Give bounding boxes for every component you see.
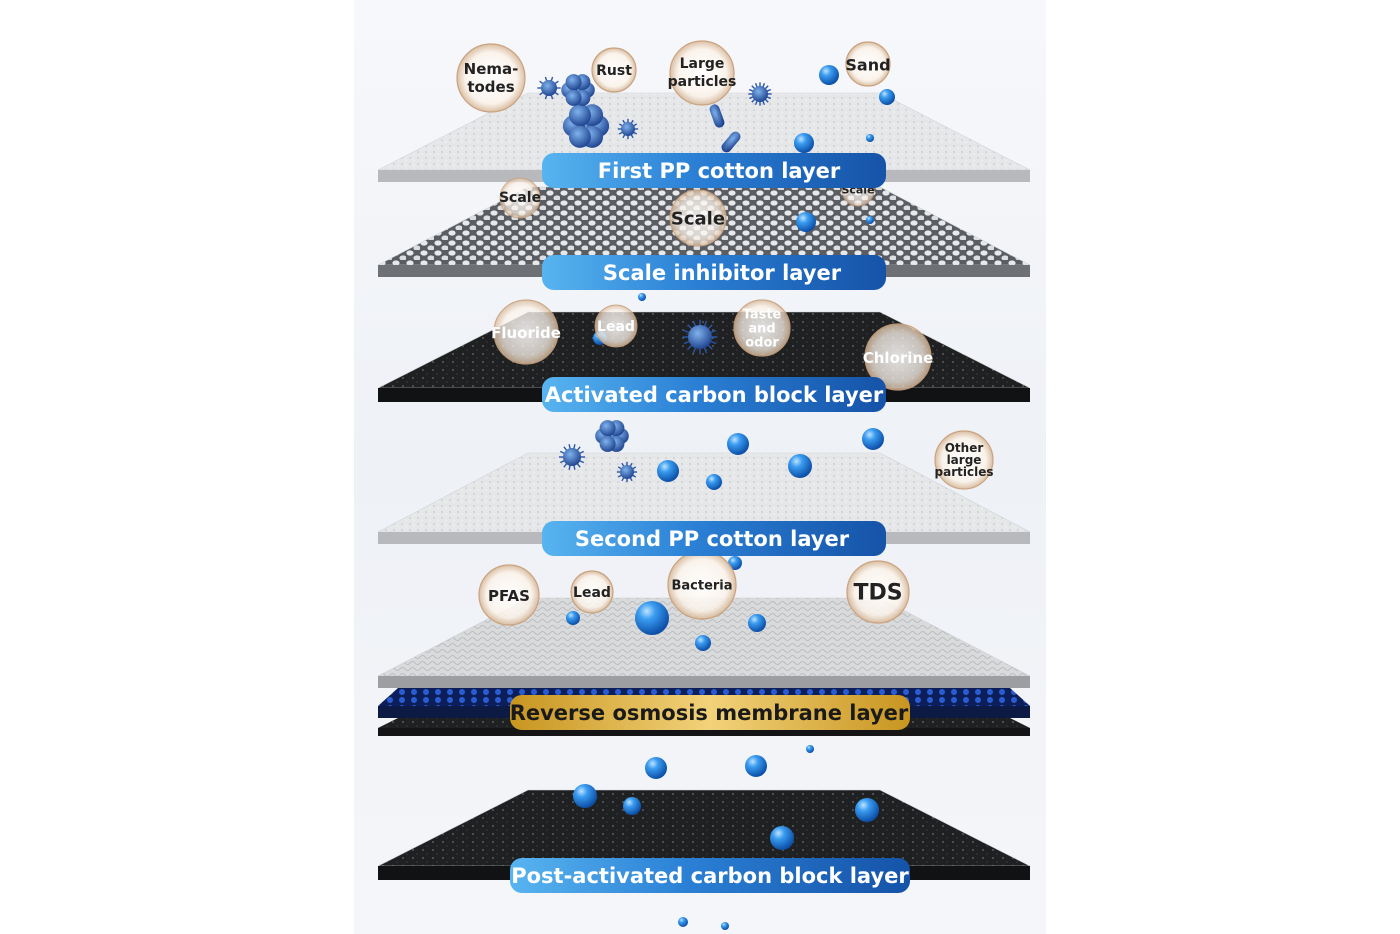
contaminant-particles bbox=[537, 74, 772, 483]
layer5-contaminants: PFAS Lead Bacteria TDS bbox=[478, 550, 910, 626]
pfas-label: PFAS bbox=[488, 587, 530, 605]
virus-icon bbox=[748, 82, 772, 106]
other-large-particles-bubble: Other large particles bbox=[934, 430, 994, 490]
water-drops bbox=[566, 65, 895, 930]
layer-slabs bbox=[377, 92, 1031, 880]
virus-icon bbox=[537, 76, 561, 100]
layer-label-4: Second PP cotton layer bbox=[542, 521, 886, 556]
water-drop-icon bbox=[706, 474, 722, 490]
lead-label-carbon: Lead bbox=[597, 319, 635, 335]
bacteria-cluster-icon bbox=[561, 74, 595, 106]
chlorine-label: Chlorine bbox=[863, 349, 934, 367]
layer2-contaminants: Scale Scale Scale bbox=[499, 173, 875, 247]
chlorine-bubble: Chlorine bbox=[863, 323, 934, 391]
sand-label: Sand bbox=[845, 56, 890, 75]
water-drop-icon bbox=[566, 611, 580, 625]
nematodes-label-1: Nema- bbox=[464, 60, 519, 78]
fluoride-label: Fluoride bbox=[491, 324, 561, 342]
large-particles-label-2: particles bbox=[668, 74, 737, 90]
virus-icon bbox=[558, 444, 586, 470]
layer3-contaminants: Fluoride Lead Taste and odor Chlorine bbox=[491, 299, 934, 391]
bacteria-label: Bacteria bbox=[671, 579, 732, 594]
taste-odor-bubble: Taste and odor bbox=[733, 299, 791, 357]
tds-label: TDS bbox=[853, 581, 902, 606]
tds-bubble: TDS bbox=[846, 560, 910, 624]
water-drop-icon bbox=[879, 89, 895, 105]
virus-icon bbox=[617, 118, 639, 140]
nematodes-label-2: todes bbox=[467, 78, 514, 96]
layer-label-5: Reverse osmosis membrane layer bbox=[510, 695, 910, 730]
water-drop-icon bbox=[796, 212, 816, 232]
lead-label-ro: Lead bbox=[573, 585, 611, 601]
layer-label-2-text: Scale inhibitor layer bbox=[603, 261, 842, 285]
rust-bubble: Rust bbox=[591, 47, 637, 93]
pfas-bubble: PFAS bbox=[478, 564, 540, 626]
layer-label-6: Post-activated carbon block layer bbox=[510, 858, 910, 893]
large-label: large bbox=[947, 453, 982, 467]
water-drop-icon bbox=[819, 65, 839, 85]
odor-label: odor bbox=[745, 336, 779, 351]
water-drop-icon bbox=[678, 917, 688, 927]
nematodes-bubble: Nema- todes bbox=[456, 43, 526, 113]
water-drop-icon bbox=[573, 784, 597, 808]
water-drop-icon bbox=[623, 797, 641, 815]
water-drop-icon bbox=[806, 745, 814, 753]
water-drop-icon bbox=[695, 635, 711, 651]
fluoride-bubble: Fluoride bbox=[491, 299, 561, 365]
water-drop-icon bbox=[855, 798, 879, 822]
large-particles-bubble: Large particles bbox=[668, 40, 737, 106]
water-drop-icon bbox=[862, 428, 884, 450]
water-drop-icon bbox=[794, 133, 814, 153]
water-drop-icon bbox=[645, 757, 667, 779]
sand-bubble: Sand bbox=[845, 41, 891, 87]
water-drop-icon bbox=[638, 293, 646, 301]
layer-label-3-text: Activated carbon block layer bbox=[545, 383, 884, 407]
bacteria-cluster-icon bbox=[595, 420, 629, 452]
layer-label-6-text: Post-activated carbon block layer bbox=[511, 864, 909, 888]
layer-label-5-text: Reverse osmosis membrane layer bbox=[510, 701, 909, 725]
water-drop-icon bbox=[657, 460, 679, 482]
virus-icon bbox=[682, 319, 718, 355]
layer-label-1-text: First PP cotton layer bbox=[598, 159, 841, 183]
water-drop-icon bbox=[721, 922, 729, 930]
water-drop-icon bbox=[866, 134, 874, 142]
taste-label: Taste bbox=[743, 308, 782, 323]
lead-bubble-carbon: Lead bbox=[594, 304, 638, 348]
water-drop-icon bbox=[748, 614, 766, 632]
water-drop-icon bbox=[728, 556, 742, 570]
layer-label-4-text: Second PP cotton layer bbox=[575, 527, 850, 551]
water-drop-icon bbox=[745, 755, 767, 777]
scale-bubble-center: Scale bbox=[669, 189, 727, 247]
layer4-contaminants: Other large particles bbox=[934, 430, 994, 490]
water-drop-icon bbox=[635, 601, 669, 635]
virus-icon bbox=[616, 461, 638, 483]
layer-label-3: Activated carbon block layer bbox=[542, 377, 886, 412]
water-drop-icon bbox=[727, 433, 749, 455]
water-drop-icon bbox=[788, 454, 812, 478]
particles-label: particles bbox=[935, 465, 994, 479]
scale-bubble-left: Scale bbox=[499, 177, 541, 219]
water-drop-icon bbox=[866, 216, 874, 224]
rust-label: Rust bbox=[596, 63, 632, 79]
other-label: Other bbox=[945, 441, 984, 455]
layer-label-2: Scale inhibitor layer bbox=[542, 255, 886, 290]
lead-bubble-ro: Lead bbox=[570, 570, 614, 614]
large-particles-label-1: Large bbox=[680, 56, 725, 72]
layer1-contaminants: Nema- todes Rust Large particles Sand bbox=[456, 40, 891, 113]
and-label: and bbox=[748, 322, 775, 337]
scale-label-left: Scale bbox=[499, 190, 541, 206]
scale-label-center: Scale bbox=[671, 209, 725, 230]
layer-label-1: First PP cotton layer bbox=[542, 153, 886, 188]
bacteria-cluster-icon bbox=[562, 104, 610, 148]
bacteria-bubble: Bacteria bbox=[667, 550, 737, 620]
water-drop-icon bbox=[770, 826, 794, 850]
bacillus-icon bbox=[709, 104, 741, 153]
